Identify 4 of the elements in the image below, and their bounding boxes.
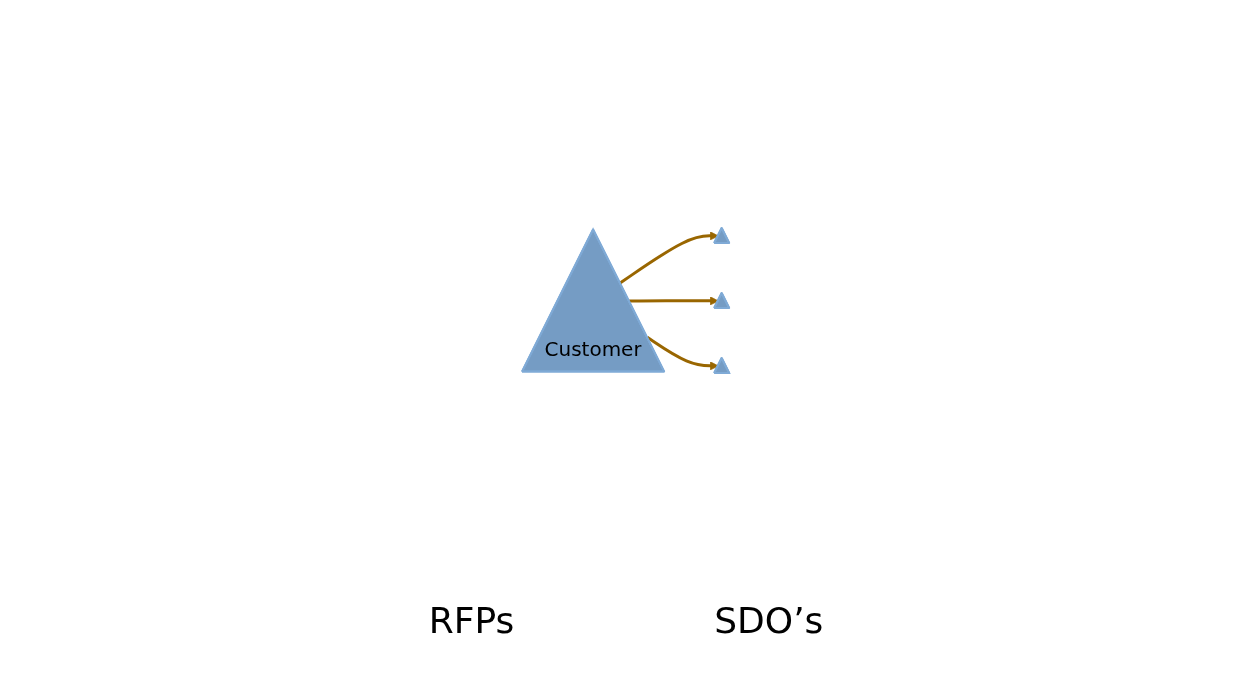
group-label: SDO’s bbox=[714, 600, 824, 641]
group-label: RFPs bbox=[428, 600, 515, 641]
arrow bbox=[619, 230, 720, 284]
arrow bbox=[629, 295, 720, 305]
